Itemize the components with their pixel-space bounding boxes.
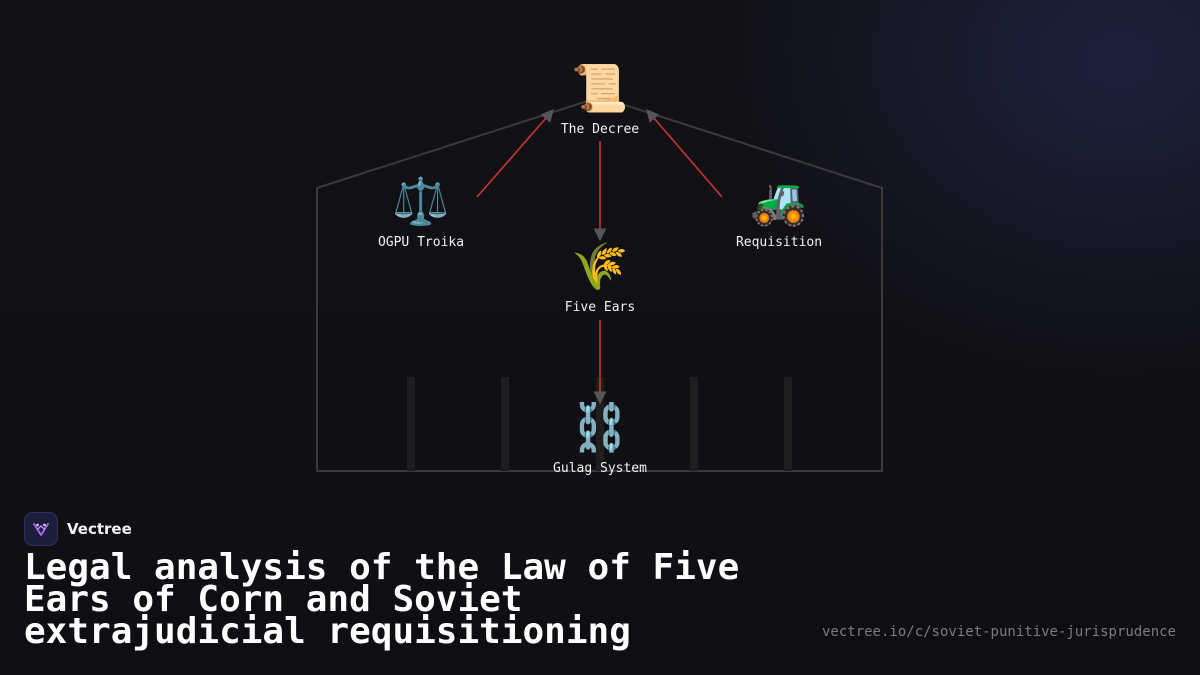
chains-icon: ⛓️	[571, 400, 629, 454]
pillar	[501, 377, 509, 471]
source-url[interactable]: vectree.io/c/soviet-punitive-jurispruden…	[821, 624, 1176, 640]
node-label: Gulag System	[553, 461, 647, 476]
node-label: Requisition	[735, 235, 823, 250]
node-label: Five Ears	[564, 300, 636, 315]
node-the-decree[interactable]: 📜 The Decree	[561, 60, 639, 137]
balance-scale-icon: ⚖️	[392, 174, 450, 228]
edges	[476, 109, 723, 405]
node-label: OGPU Troika	[377, 235, 465, 250]
pillar	[596, 377, 604, 471]
tractor-icon: 🚜	[750, 174, 808, 228]
vectree-logo-icon	[24, 512, 58, 546]
pillar	[690, 377, 698, 471]
node-requisition[interactable]: 🚜 Requisition	[736, 173, 822, 250]
pillars	[407, 377, 792, 471]
node-gulag-system[interactable]: ⛓️ Gulag System	[553, 399, 647, 476]
edge-troika-to-decree	[476, 109, 554, 198]
wheat-sheaf-icon: 🌾	[571, 239, 629, 293]
scroll-icon: 📜	[571, 61, 629, 115]
node-label: The Decree	[560, 122, 640, 137]
page-title: Legal analysis of the Law of Five Ears o…	[24, 547, 740, 652]
brand-name: Vectree	[67, 520, 132, 538]
node-five-ears[interactable]: 🌾 Five Ears	[565, 238, 635, 315]
pillar	[407, 377, 415, 471]
brand: Vectree	[24, 512, 132, 546]
edge-requisition-to-decree	[646, 109, 723, 198]
node-ogpu-troika[interactable]: ⚖️ OGPU Troika	[378, 173, 464, 250]
pillar	[784, 377, 792, 471]
